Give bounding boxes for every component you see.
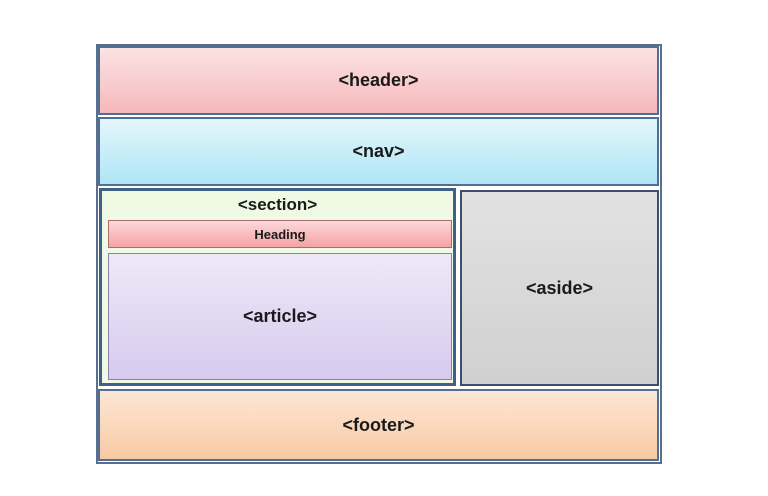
header-label: <header> <box>338 70 419 90</box>
footer-label: <footer> <box>342 414 415 435</box>
aside-label: <aside> <box>525 277 594 298</box>
article-label: <article> <box>242 306 318 326</box>
header-block: <header> <box>98 46 659 115</box>
section-label: <section> <box>237 195 318 214</box>
aside-block: <aside> <box>460 190 659 386</box>
nav-block: <nav> <box>98 117 659 186</box>
footer-block: <footer> <box>98 389 659 461</box>
article-block: <article> <box>108 253 452 380</box>
heading-label: Heading <box>254 226 306 242</box>
heading-block: Heading <box>108 220 452 248</box>
nav-label: <nav> <box>352 141 405 161</box>
